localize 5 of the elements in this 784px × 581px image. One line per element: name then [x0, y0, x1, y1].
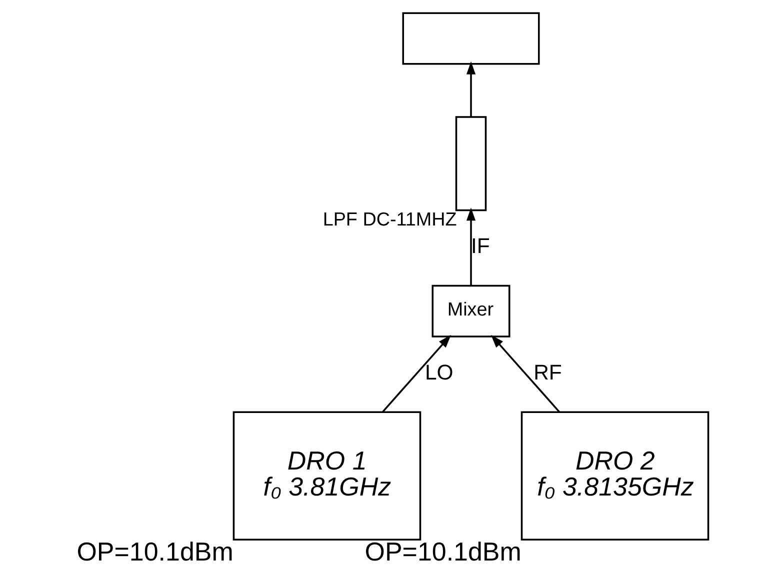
node-label: OP=10.1dBm: [76, 536, 233, 566]
edge-label: IF: [470, 234, 490, 258]
edge-label: RF: [533, 360, 562, 385]
node-label: LPF DC-11MHZ: [322, 209, 456, 230]
edge-label: LO: [424, 360, 453, 385]
